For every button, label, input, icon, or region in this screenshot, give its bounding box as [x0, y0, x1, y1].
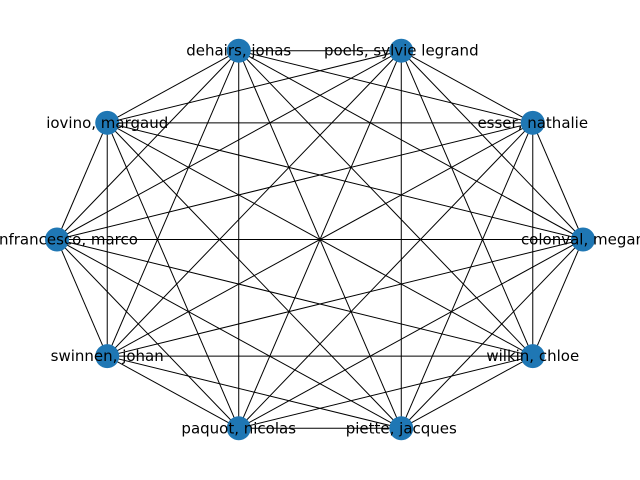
edge-colonval-paquot	[238, 239, 584, 429]
node-label-esser: esser, nathalie	[477, 114, 588, 132]
edge-iovino-gianfrancesco	[56, 122, 108, 240]
node-esser[interactable]	[520, 110, 545, 135]
edge-esser-poels	[401, 50, 534, 124]
edge-gianfrancesco-swinnen	[56, 239, 108, 357]
labels-layer: colonval, megan esser, nathalie poels, syl…	[0, 42, 640, 438]
edge-iovino-paquot	[106, 122, 240, 429]
node-label-poels: poels, sylvie legrand	[324, 42, 479, 60]
edge-colonval-dehairs	[238, 50, 584, 240]
edge-poels-wilkin	[400, 50, 534, 357]
edge-dehairs-iovino	[106, 50, 239, 124]
node-gianfrancesco[interactable]	[45, 227, 69, 252]
node-label-piette: piette, jacques	[346, 419, 457, 437]
edge-poels-gianfrancesco	[56, 50, 402, 240]
edge-paquot-wilkin	[238, 355, 533, 429]
node-swinnen[interactable]	[95, 344, 120, 369]
edge-swinnen-paquot	[106, 355, 239, 429]
edge-dehairs-wilkin	[238, 50, 534, 357]
node-label-dehairs: dehairs, jonas	[186, 42, 291, 60]
edge-iovino-piette	[106, 122, 402, 429]
edge-gianfrancesco-paquot	[56, 239, 240, 429]
node-poels[interactable]	[389, 38, 414, 63]
edge-colonval-esser	[532, 122, 584, 240]
edge-iovino-wilkin	[106, 122, 534, 357]
node-piette[interactable]	[389, 416, 414, 441]
node-label-iovino: iovino, margaud	[46, 114, 168, 132]
node-label-paquot: paquot, nicolas	[181, 419, 296, 437]
edge-dehairs-swinnen	[106, 50, 240, 357]
node-dehairs[interactable]	[226, 38, 251, 63]
edge-gianfrancesco-wilkin	[56, 239, 533, 357]
node-iovino[interactable]	[95, 110, 120, 135]
nodes-layer	[45, 38, 595, 441]
node-label-swinnen: swinnen, johan	[51, 347, 164, 365]
edge-gianfrancesco-piette	[56, 239, 402, 429]
node-label-gianfrancesco: gianfrancesco, marco	[0, 231, 138, 249]
node-colonval[interactable]	[571, 227, 595, 252]
edge-esser-piette	[400, 122, 534, 429]
node-label-colonval: colonval, megan	[521, 231, 640, 249]
node-paquot[interactable]	[226, 416, 251, 441]
node-label-wilkin: wilkin, chloe	[486, 347, 579, 365]
edge-swinnen-piette	[107, 355, 402, 429]
edge-piette-wilkin	[401, 355, 534, 429]
edge-colonval-wilkin	[532, 239, 584, 357]
node-wilkin[interactable]	[520, 344, 545, 369]
edges-layer	[56, 50, 584, 429]
